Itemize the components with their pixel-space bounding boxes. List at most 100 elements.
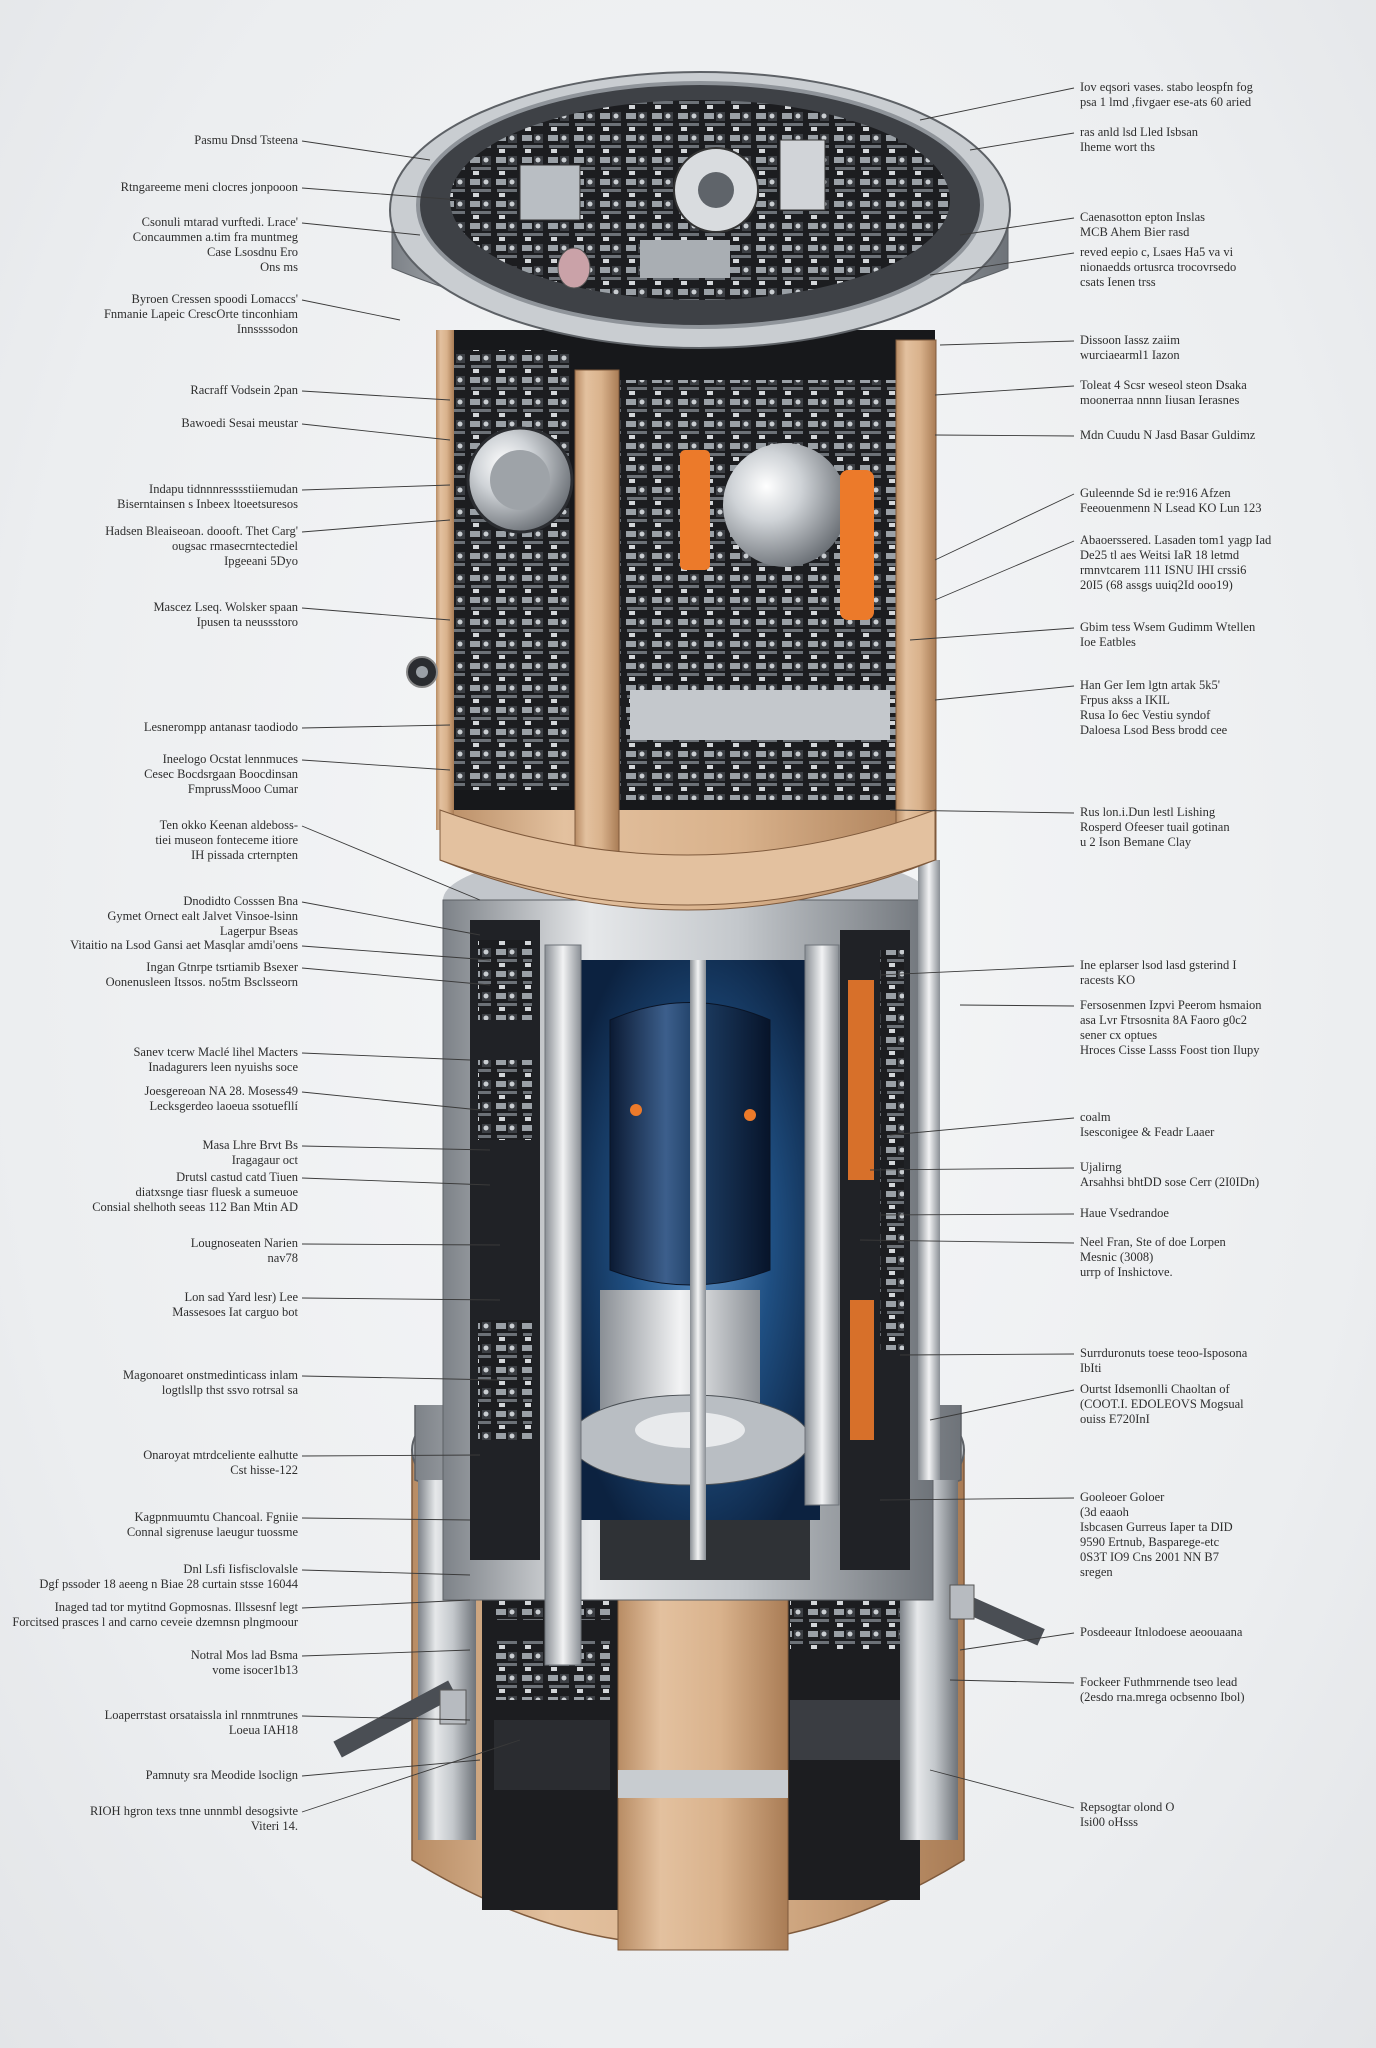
- leader-line-left-12: [301, 825, 481, 901]
- leader-line-right-7: [934, 434, 1075, 437]
- leader-line-left-21: [301, 1297, 501, 1301]
- leader-line-right-24: [929, 1769, 1075, 1809]
- callout-label-left-29: Pamnuty sra Meodide lsoclign: [145, 1768, 298, 1782]
- callout-label-left-19: Drutsl castud catd Tiuen diatxsnge tiasr…: [92, 1170, 298, 1214]
- callout-label-left-24: Kagpnmuumtu Chancoal. Fgniie Connal sigr…: [126, 1510, 298, 1539]
- leader-lines: [301, 87, 1075, 1813]
- top-cap: [389, 71, 1011, 349]
- leader-line-left-14: [301, 945, 491, 961]
- callout-label-right-8: Guleennde Sd ie re:916 Afzen Feeouenmenn…: [1080, 486, 1262, 515]
- callout-label-right-17: Haue Vsedrandoe: [1080, 1206, 1169, 1220]
- leader-line-left-28: [301, 1715, 471, 1721]
- callout-label-right-5: Dissoon Iassz zaiim wurciaearml1 Iazon: [1080, 333, 1180, 362]
- leader-line-right-21: [879, 1497, 1075, 1501]
- callout-label-right-12: Rus lon.i.Dun lestl Lishing Rosperd Ofee…: [1080, 805, 1230, 849]
- leader-line-right-23: [949, 1679, 1075, 1684]
- callout-label-left-25: Dnl Lsfi Iisfisclovalsle Dgf pssoder 18 …: [39, 1562, 298, 1591]
- callout-label-left-22: Magonoaret onstmedinticass inlam logtlsl…: [123, 1368, 298, 1397]
- callout-label-right-14: Fersosenmen Izpvi Peerom hsmaion asa Lvr…: [1080, 998, 1262, 1057]
- callout-label-right-21: Gooleoer Goloer (3d eaaoh Isbcasen Gurre…: [1080, 1490, 1233, 1579]
- leader-line-left-5: [301, 390, 451, 401]
- leader-line-right-15: [889, 1117, 1075, 1136]
- callout-label-left-8: Hadsen Bleaiseoan. doooft. Thet Carg' ou…: [105, 524, 298, 568]
- leader-line-left-1: [301, 140, 431, 161]
- callout-label-left-16: Sanev tcerw Maclé lihel Macters Inadagur…: [133, 1045, 298, 1074]
- callout-label-right-18: Neel Fran, Ste of doe Lorpen Mesnic (300…: [1080, 1235, 1226, 1279]
- leader-line-right-19: [899, 1353, 1075, 1356]
- leader-line-right-14: [959, 1004, 1075, 1007]
- callout-label-left-14: Vitaitio na Lsod Gansi aet Masqlar amdi'…: [70, 938, 298, 952]
- callout-label-left-30: RIOH hgron texs tnne unnmbl desogsivte V…: [90, 1804, 298, 1833]
- upper-chamber: [436, 330, 937, 911]
- leader-line-right-4: [929, 252, 1075, 276]
- vertical-rods: [544, 860, 940, 1666]
- callout-label-left-12: Ten okko Keenan aldeboss- tiei museon fo…: [155, 818, 298, 862]
- leader-line-right-20: [929, 1389, 1075, 1421]
- leader-line-left-15: [301, 967, 491, 986]
- callout-label-right-1: Iov eqsori vases. stabo leospfn fog psa …: [1080, 80, 1253, 109]
- callout-label-right-11: Han Ger Iem lgtn artak 5k5' Frpus akss a…: [1080, 678, 1228, 737]
- leader-line-right-17: [879, 1213, 1075, 1216]
- callout-label-left-10: Lesnerompp antanasr taodiodo: [143, 720, 298, 734]
- callout-label-right-16: Ujalirng Arsahhsi bhtDD sose Cerr (2I0ID…: [1080, 1160, 1260, 1189]
- callout-label-left-5: Racraff Vodsein 2pan: [190, 383, 298, 397]
- leader-line-left-24: [301, 1517, 471, 1521]
- callout-label-right-15: coalm Isesconigee & Feadr Laaer: [1080, 1110, 1215, 1139]
- right-port-rod: [949, 1584, 1045, 1646]
- callout-label-right-10: Gbim tess Wsem Gudimm Wtellen Ioe Eatble…: [1080, 620, 1256, 649]
- leader-line-left-4: [301, 299, 401, 321]
- leader-line-left-6: [301, 423, 451, 441]
- leader-line-left-11: [301, 759, 451, 771]
- callout-label-left-28: Loaperrstast orsataissla inl rnnmtrunes …: [104, 1708, 298, 1737]
- callout-label-left-1: Pasmu Dnsd Tsteena: [194, 133, 298, 147]
- leader-line-left-9: [301, 607, 451, 621]
- leader-line-right-6: [934, 385, 1075, 396]
- left-port-rod: [333, 1680, 467, 1758]
- callout-label-left-21: Lon sad Yard lesr) Lee Massesoes Iat car…: [172, 1290, 298, 1319]
- leader-line-left-30: [301, 1739, 521, 1813]
- callout-label-right-2: ras anld lsd Lled Isbsan Iheme wort ths: [1080, 125, 1199, 154]
- callout-label-left-2: Rtngareeme meni clocres jonpooon: [120, 180, 298, 194]
- leader-line-left-26: [301, 1599, 471, 1609]
- leader-line-left-25: [301, 1569, 471, 1576]
- leader-line-left-22: [301, 1375, 501, 1381]
- callout-label-left-6: Bawoedi Sesai meustar: [181, 416, 298, 430]
- leader-line-left-8: [301, 519, 451, 533]
- leader-line-left-7: [301, 484, 451, 491]
- leader-line-left-10: [301, 724, 451, 729]
- leader-line-right-8: [934, 493, 1075, 561]
- leader-line-left-27: [301, 1649, 471, 1657]
- callout-label-left-18: Masa Lhre Brvt Bs Iragagaur oct: [202, 1138, 298, 1167]
- callout-label-right-24: Repsogtar olond O Isi00 oHsss: [1080, 1800, 1175, 1829]
- leader-line-right-12: [889, 809, 1075, 814]
- callout-label-left-7: Indapu tidnnnresssstiiemudan Biserntains…: [117, 482, 298, 511]
- callout-label-left-27: Notral Mos lad Bsma vome isocer1b13: [190, 1648, 298, 1677]
- leader-line-left-13: [301, 901, 481, 936]
- callout-label-left-3: Csonuli mtarad vurftedi. Lrace' Concaumm…: [132, 215, 298, 274]
- leader-line-right-2: [969, 132, 1075, 151]
- leader-line-left-3: [301, 222, 421, 236]
- callout-label-left-13: Dnodidto Cosssen Bna Gymet Ornect ealt J…: [107, 894, 298, 938]
- leader-line-left-17: [301, 1091, 481, 1111]
- leader-line-right-3: [959, 217, 1075, 236]
- leader-line-right-5: [939, 340, 1075, 346]
- mid-section-housing: [442, 845, 934, 1601]
- leader-line-right-10: [909, 627, 1075, 641]
- callout-label-left-15: Ingan Gtnrpe tsrtiamib Bsexer Oonenuslee…: [105, 960, 298, 989]
- leader-line-left-23: [301, 1454, 481, 1457]
- leader-line-right-11: [934, 685, 1075, 701]
- callout-label-left-11: Ineelogo Ocstat lennmuces Cesec Bocdsrga…: [144, 752, 298, 796]
- callout-label-right-20: Ourtst Idsemonlli Chaoltan of (COOT.I. E…: [1080, 1382, 1244, 1426]
- leader-line-right-1: [919, 87, 1075, 121]
- callout-label-right-19: Surrduronuts toese teoo-Isposona IbIti: [1080, 1346, 1248, 1375]
- leader-line-left-2: [301, 187, 461, 201]
- callout-label-right-4: reved eepio c, Lsaes Ha5 va vi nionaedds…: [1080, 245, 1237, 289]
- callout-label-left-4: Byroen Cressen spoodi Lomaccs' Fnmanie L…: [103, 292, 298, 336]
- leader-line-left-18: [301, 1145, 491, 1151]
- leader-line-right-13: [879, 965, 1075, 976]
- callout-label-left-23: Onaroyat mtrdceliente ealhutte Cst hisse…: [143, 1448, 298, 1477]
- leader-line-left-19: [301, 1177, 491, 1186]
- callout-label-left-20: Lougnoseaten Narien nav78: [190, 1236, 298, 1265]
- leader-line-right-16: [869, 1167, 1075, 1171]
